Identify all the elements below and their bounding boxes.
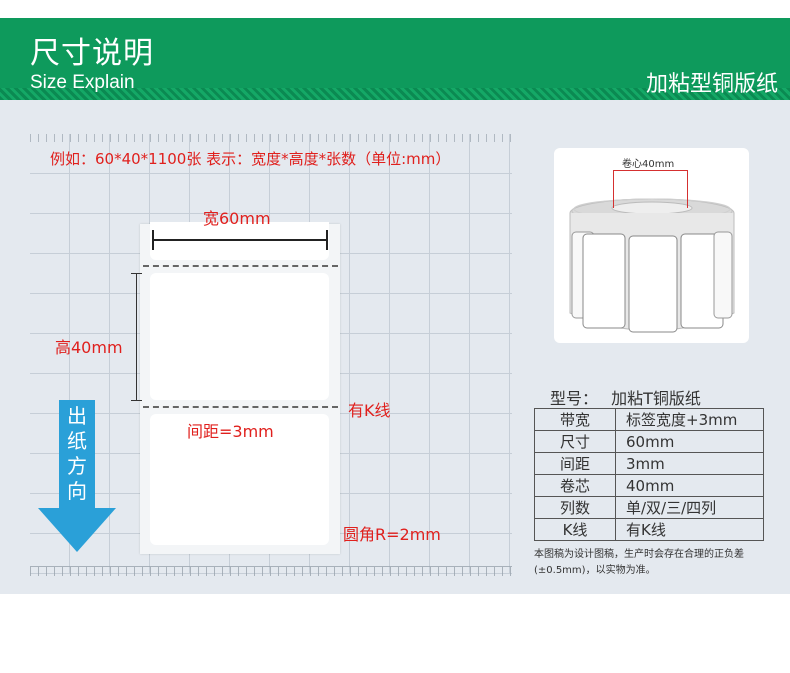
spec-value: 有K线: [615, 518, 764, 541]
core-dimension-tick: [613, 170, 614, 208]
product-type: 加粘型铜版纸: [645, 72, 778, 97]
example-text: 例如：60*40*1100张 表示：宽度*高度*张数（单位:mm）: [50, 150, 451, 168]
width-dimension-line: [152, 239, 328, 241]
label-roll-image: [554, 148, 749, 343]
spec-value: 60mm: [615, 430, 764, 453]
height-dimension-tick: [131, 273, 142, 274]
page-subtitle: Size Explain: [30, 72, 135, 93]
spec-value: 40mm: [615, 474, 764, 497]
header-stripes: [0, 88, 790, 100]
height-dimension-tick: [131, 400, 142, 401]
width-label: 宽60mm: [203, 209, 271, 228]
spec-key: 列数: [534, 496, 616, 519]
table-row: 尺寸 60mm: [534, 430, 764, 453]
header-banner: [0, 18, 790, 100]
corner-radius-label: 圆角R=2mm: [343, 525, 441, 544]
feed-direction-label: 出纸方向: [67, 404, 87, 503]
table-row: K线 有K线: [534, 518, 764, 541]
table-row: 间距 3mm: [534, 452, 764, 475]
core-label: 卷心40mm: [622, 159, 675, 170]
spec-value: 3mm: [615, 452, 764, 475]
page-title: 尺寸说明: [30, 36, 154, 71]
label-roll-icon: [569, 198, 735, 333]
model-line: 型号： 加粘T铜版纸: [550, 385, 701, 409]
spec-key: 卷芯: [534, 474, 616, 497]
table-row: 列数 单/双/三/四列: [534, 496, 764, 519]
spec-key: 间距: [534, 452, 616, 475]
gap-label: 间距=3mm: [187, 422, 274, 441]
k-line-label: 有K线: [348, 401, 391, 420]
label-piece: [150, 222, 329, 260]
height-label: 高40mm: [55, 338, 123, 357]
label-piece: [150, 414, 329, 545]
spec-key: 尺寸: [534, 430, 616, 453]
label-piece: [150, 273, 329, 400]
ruler-bottom: [30, 566, 512, 576]
height-dimension-line: [136, 273, 137, 400]
spec-value: 标签宽度+3mm: [615, 408, 764, 431]
ruler-top: [30, 134, 512, 142]
width-dimension-tick: [326, 230, 328, 250]
model-value: 加粘T铜版纸: [611, 389, 701, 408]
disclaimer-note: 本图稿为设计图稿，生产时会存在合理的正负差(±0.5mm)，以实物为准。: [534, 549, 744, 576]
k-line: [143, 406, 338, 408]
table-row: 带宽 标签宽度+3mm: [534, 408, 764, 431]
k-line: [143, 265, 338, 267]
width-dimension-tick: [152, 230, 154, 250]
feed-direction-arrow-head: [38, 508, 116, 552]
feed-direction-arrow: [59, 400, 95, 508]
spec-key: K线: [534, 518, 616, 541]
spec-key: 带宽: [534, 408, 616, 431]
table-row: 卷芯 40mm: [534, 474, 764, 497]
core-dimension-line: [613, 170, 687, 171]
spec-value: 单/双/三/四列: [615, 496, 764, 519]
model-key: 型号：: [550, 389, 599, 408]
spec-table: 带宽 标签宽度+3mm 尺寸 60mm 间距 3mm 卷芯 40mm 列数 单/…: [534, 408, 764, 541]
core-dimension-tick: [687, 170, 688, 208]
